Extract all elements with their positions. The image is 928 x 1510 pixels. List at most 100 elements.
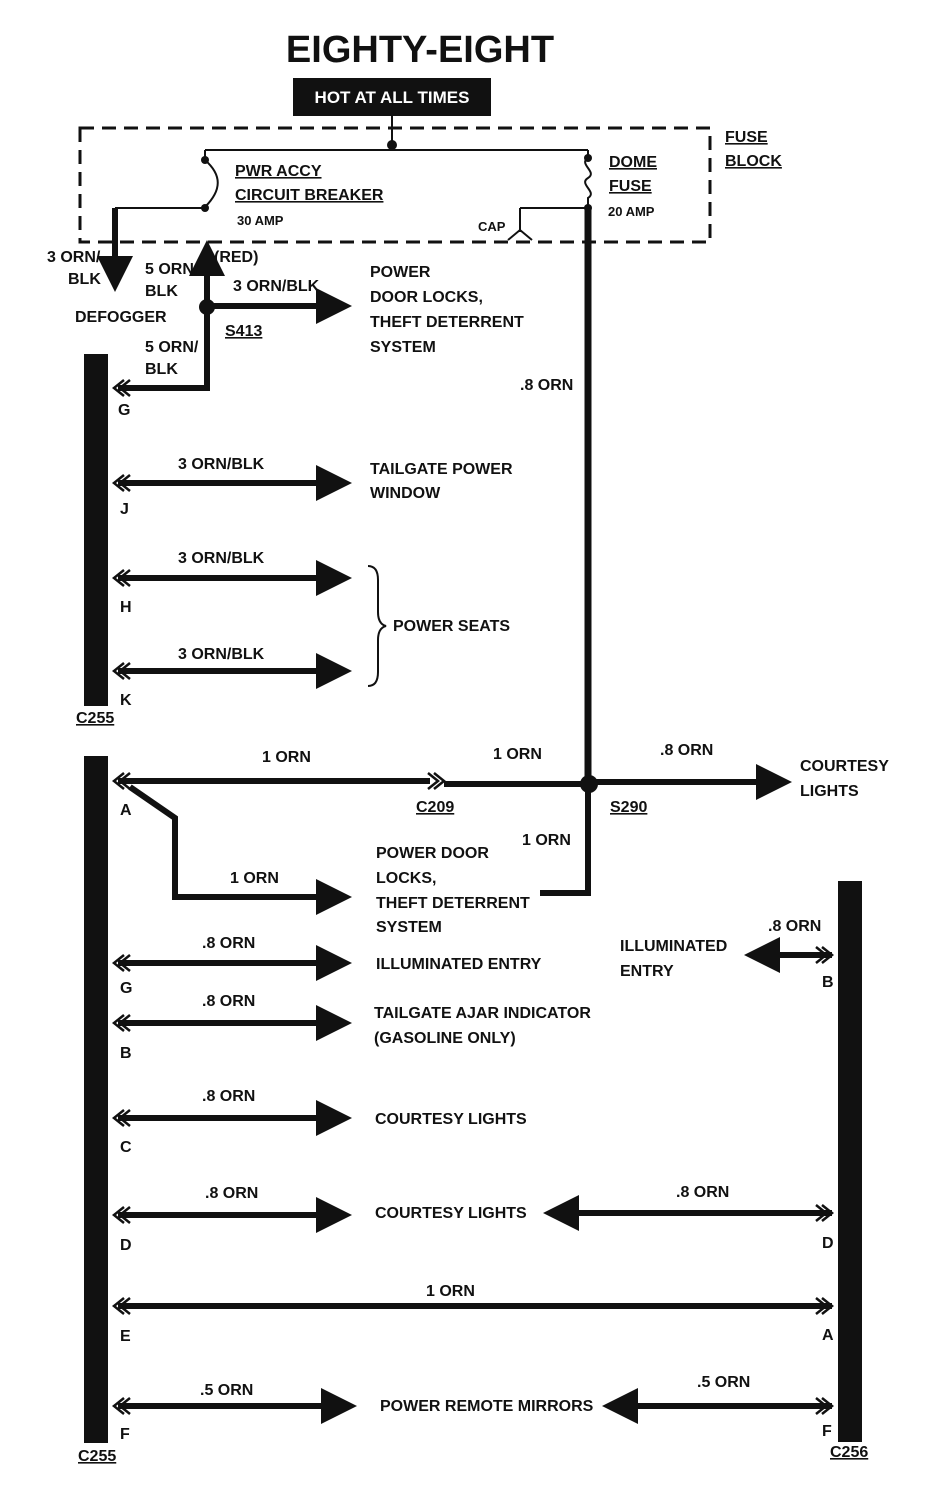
hot-label: HOT AT ALL TIMES — [315, 88, 470, 107]
wire-k-label: 3 ORN/BLK — [178, 646, 265, 663]
door-locks-bottom-4: SYSTEM — [376, 919, 442, 936]
pin-f-right: F — [822, 1423, 832, 1440]
pin-e-right: A — [822, 1327, 834, 1344]
wire-5ornblk-b-2: BLK — [145, 361, 178, 378]
tailgate-window-2: WINDOW — [370, 485, 441, 502]
hot-bus-junction — [387, 140, 397, 150]
wire-a-left-label: 1 ORN — [262, 749, 311, 766]
defogger-wire-1: 3 ORN/ — [47, 249, 101, 266]
pin-e-right-chevron — [815, 1297, 835, 1315]
c255-top-connector — [84, 354, 108, 706]
c209-connector-icon — [427, 772, 447, 790]
courtesy-lights-2: LIGHTS — [800, 783, 859, 800]
wire-e-label: 1 ORN — [426, 1283, 475, 1300]
fuse-block-label-1: FUSE — [725, 129, 768, 146]
cap-label: CAP — [478, 219, 506, 234]
pin-c-chevron — [111, 1109, 131, 1127]
wire-5ornblk-a-2: BLK — [145, 283, 178, 300]
door-locks-top-2: DOOR LOCKS, — [370, 289, 483, 306]
c255-top-label: C255 — [76, 710, 114, 727]
c256-illum-2: ENTRY — [620, 963, 674, 980]
wire-a-right-label: 1 ORN — [493, 746, 542, 763]
pin-e-chevron — [111, 1297, 131, 1315]
wire-f-label: .5 ORN — [200, 1382, 253, 1399]
wire-branch-door-locks — [128, 784, 352, 915]
wire-h-label: 3 ORN/BLK — [178, 550, 265, 567]
wire-j-label: 3 ORN/BLK — [178, 456, 265, 473]
door-locks-top-4: SYSTEM — [370, 339, 436, 356]
c255-top-pin-k: K — [120, 692, 132, 709]
wire-s413-to-c255-g — [118, 307, 210, 391]
defogger-wire-2: BLK — [68, 271, 101, 288]
c256-label: C256 — [830, 1444, 868, 1461]
pin-a: A — [120, 802, 132, 819]
wire-3ornblk-s413: 3 ORN/BLK — [233, 278, 320, 295]
wire-d-label: .8 ORN — [205, 1185, 258, 1202]
pin-g-chevron — [111, 379, 131, 397]
pin-h-chevron — [111, 569, 131, 587]
illuminated-entry-left: ILLUMINATED ENTRY — [376, 956, 542, 973]
c209-label: C209 — [416, 799, 454, 816]
red-label: (RED) — [214, 249, 258, 266]
wire-b-label: .8 ORN — [202, 993, 255, 1010]
c256-illum-wire-label: .8 ORN — [768, 918, 821, 935]
breaker-label-2: CIRCUIT BREAKER — [235, 187, 384, 204]
c255-bottom-connector — [84, 756, 108, 1443]
pin-b-chevron — [111, 1014, 131, 1032]
circuit-breaker-icon — [204, 159, 219, 208]
c256-connector — [838, 881, 862, 1442]
c256-pin-b: B — [822, 974, 834, 991]
s290-label: S290 — [610, 799, 647, 816]
pin-d-chevron — [111, 1206, 131, 1224]
pin-g2-chevron — [111, 954, 131, 972]
diagram-title: EIGHTY-EIGHT — [286, 29, 554, 71]
fuse-block-outline — [78, 126, 712, 244]
wire-return-door-locks — [540, 784, 591, 896]
dome-fuse-rating: 20 AMP — [608, 204, 655, 219]
branch-return-label: 1 ORN — [522, 832, 571, 849]
wire-f-right-label: .5 ORN — [697, 1374, 750, 1391]
dome-fuse-icon — [584, 157, 592, 208]
defogger-label: DEFOGGER — [75, 309, 167, 326]
breaker-label-1: PWR ACCY — [235, 163, 322, 180]
branch-wire-label: 1 ORN — [230, 870, 279, 887]
dome-fuse-label-1: DOME — [609, 154, 657, 171]
power-seats-brace — [367, 565, 387, 687]
door-locks-top-3: THEFT DETERRENT — [370, 314, 524, 331]
c255-top-pin-j: J — [120, 501, 129, 518]
pin-g2: G — [120, 980, 132, 997]
pin-f-chevron — [111, 1397, 131, 1415]
c255-bottom-label: C255 — [78, 1448, 116, 1465]
door-locks-bottom-3: THEFT DETERRENT — [376, 895, 530, 912]
pin-b: B — [120, 1045, 132, 1062]
s413-label: S413 — [225, 323, 262, 340]
fuse-block-label-2: BLOCK — [725, 153, 782, 170]
power-seats-label: POWER SEATS — [393, 618, 510, 635]
pin-d-right-chevron — [815, 1204, 835, 1222]
tailgate-ajar-1: TAILGATE AJAR INDICATOR — [374, 1005, 591, 1022]
courtesy-lights-d: COURTESY LIGHTS — [375, 1205, 527, 1222]
hot-label-box — [293, 78, 491, 116]
wire-5ornblk-a-1: 5 ORN/ — [145, 261, 199, 278]
breaker-rating: 30 AMP — [237, 213, 284, 228]
pin-f: F — [120, 1426, 130, 1443]
pin-j-chevron — [111, 474, 131, 492]
wire-courtesy-label: .8 ORN — [660, 742, 713, 759]
power-mirrors-label: POWER REMOTE MIRRORS — [380, 1398, 594, 1415]
door-locks-bottom-1: POWER DOOR — [376, 845, 489, 862]
c256-illum-1: ILLUMINATED — [620, 938, 727, 955]
pin-k-chevron — [111, 662, 131, 680]
wire-g-label: .8 ORN — [202, 935, 255, 952]
c255-top-pin-g: G — [118, 402, 130, 419]
wire-d-right-label: .8 ORN — [676, 1184, 729, 1201]
tailgate-window-1: TAILGATE POWER — [370, 461, 513, 478]
courtesy-lights-1: COURTESY — [800, 758, 889, 775]
door-locks-bottom-2: LOCKS, — [376, 870, 436, 887]
courtesy-lights-c: COURTESY LIGHTS — [375, 1111, 527, 1128]
wire-5ornblk-b-1: 5 ORN/ — [145, 339, 199, 356]
pin-d: D — [120, 1237, 132, 1254]
pin-c: C — [120, 1139, 132, 1156]
pin-d-right: D — [822, 1235, 834, 1252]
tailgate-ajar-2: (GASOLINE ONLY) — [374, 1030, 516, 1047]
